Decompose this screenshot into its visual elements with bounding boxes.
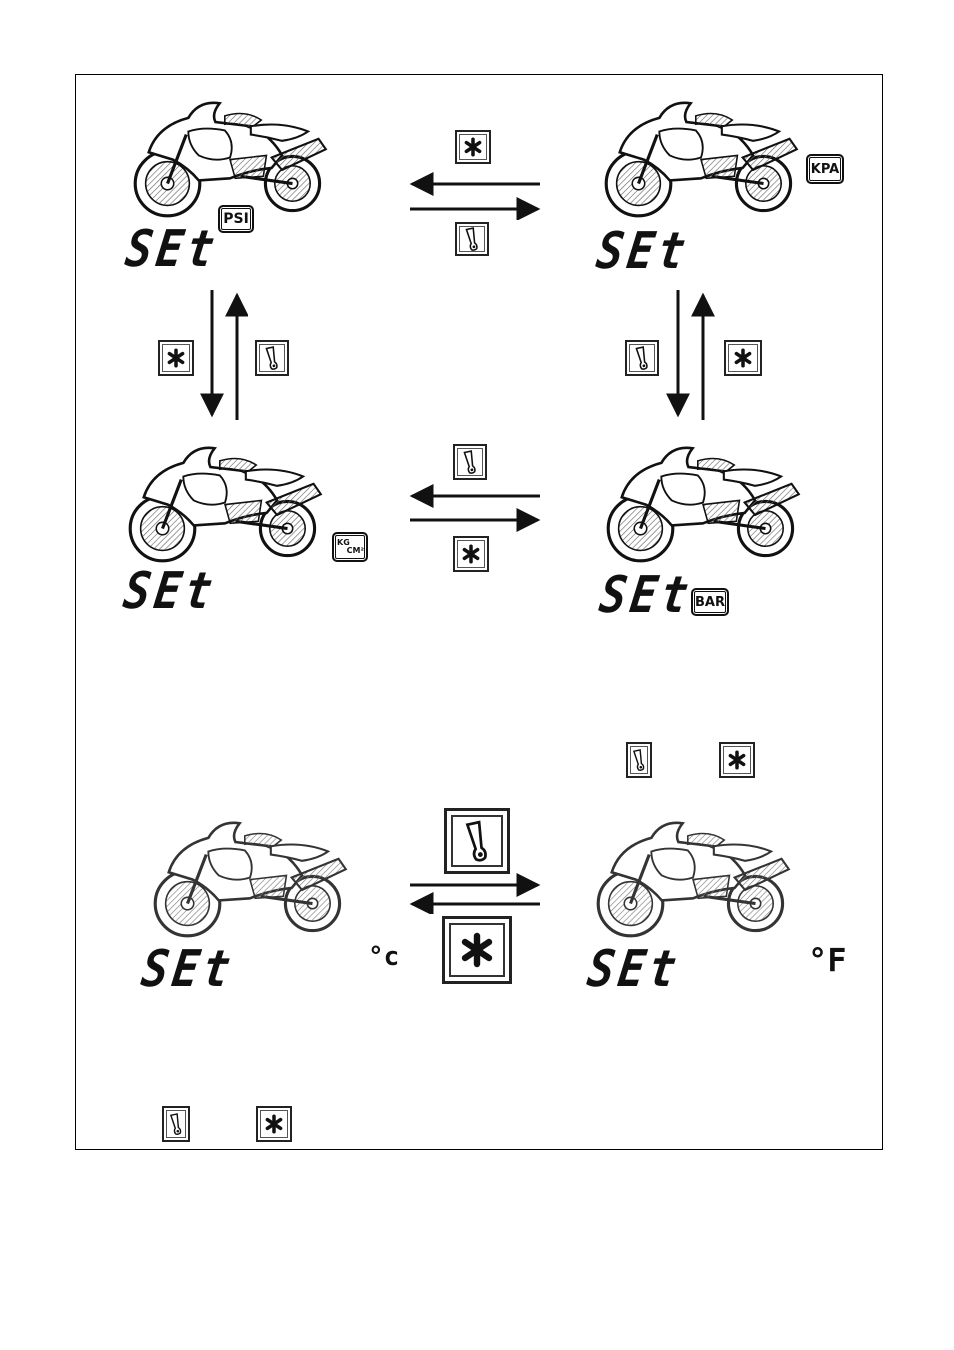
set-button-icon[interactable] <box>455 130 491 164</box>
motorcycle-kpa <box>596 95 806 220</box>
display-text-kgcm: SEt <box>120 567 219 618</box>
unit-fahrenheit: °F <box>808 944 847 976</box>
unit-badge-kpa: KPA <box>806 154 844 184</box>
arrows-psi-kgcm <box>198 285 248 425</box>
motorcycle-fahrenheit <box>588 815 798 940</box>
display-text-psi: SEt <box>122 225 221 276</box>
display-text-celsius: SEt <box>138 945 237 996</box>
mode-button-icon[interactable] <box>255 340 289 376</box>
set-button-icon[interactable] <box>724 340 762 376</box>
mode-button-icon[interactable] <box>455 222 489 256</box>
wrench-icon <box>168 1111 184 1137</box>
wrench-icon <box>462 818 492 864</box>
asterisk-icon <box>165 347 187 369</box>
display-text-kpa: SEt <box>593 227 692 278</box>
motorcycle-psi <box>125 95 335 220</box>
arrows-psi-kpa <box>400 170 550 220</box>
wrench-icon <box>633 345 651 371</box>
motorcycle-bar <box>598 440 808 565</box>
set-button-icon[interactable] <box>442 916 512 984</box>
asterisk-icon <box>726 749 748 771</box>
mode-button-icon[interactable] <box>162 1106 190 1142</box>
unit-badge-psi: PSI <box>218 205 254 233</box>
mode-button-icon[interactable] <box>626 742 652 778</box>
motorcycle-celsius <box>145 815 355 940</box>
mode-button-icon[interactable] <box>444 808 510 874</box>
arrows-kpa-bar <box>665 285 715 425</box>
set-button-icon[interactable] <box>256 1106 292 1142</box>
asterisk-icon <box>732 347 754 369</box>
wrench-icon <box>463 226 481 252</box>
asterisk-icon <box>460 543 482 565</box>
asterisk-icon <box>263 1113 285 1135</box>
wrench-icon <box>263 345 281 371</box>
unit-celsius: °c <box>368 944 399 970</box>
asterisk-icon <box>462 136 484 158</box>
wrench-icon <box>631 747 647 773</box>
arrows-celsius-fahrenheit <box>400 872 550 914</box>
set-button-icon[interactable] <box>158 340 194 376</box>
unit-cm2: CM² <box>347 547 364 555</box>
arrows-kgcm-bar <box>400 482 550 532</box>
mode-button-icon[interactable] <box>453 444 487 480</box>
motorcycle-kgcm <box>120 440 330 565</box>
unit-badge-kgcm: KG CM² <box>332 532 368 562</box>
mode-button-icon[interactable] <box>625 340 659 376</box>
set-button-icon[interactable] <box>719 742 755 778</box>
unit-badge-bar: BAR <box>691 588 729 616</box>
wrench-icon <box>461 449 479 475</box>
display-text-bar: SEt <box>596 571 695 622</box>
asterisk-icon <box>457 930 497 970</box>
display-text-fahrenheit: SEt <box>584 945 683 996</box>
set-button-icon[interactable] <box>453 536 489 572</box>
